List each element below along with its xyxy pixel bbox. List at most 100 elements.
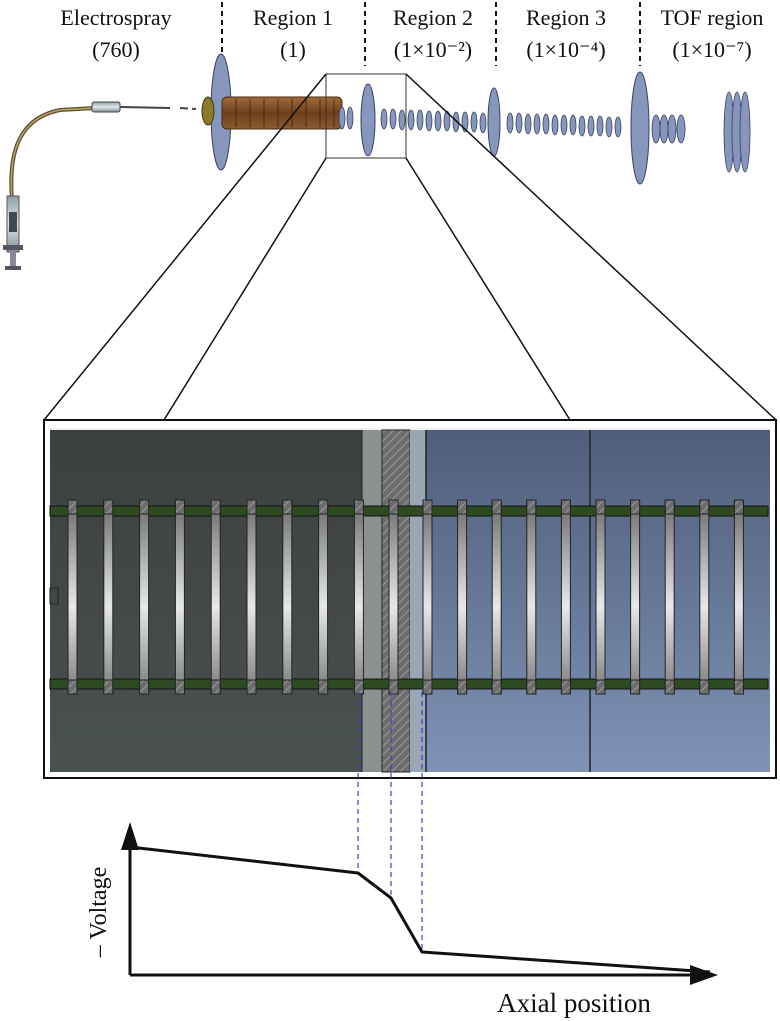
instrument-illustration <box>3 53 751 270</box>
emitter-connector <box>91 101 121 113</box>
zoom-region-1-background <box>50 430 362 772</box>
electrode-cap <box>282 499 293 515</box>
ring-electrode <box>103 499 114 695</box>
region-1-pressure: (1) <box>280 37 306 62</box>
tof-grids <box>723 91 751 173</box>
electrode-cap <box>246 679 257 695</box>
partition-electrode-2 <box>360 83 376 157</box>
region-tof-pressure: (1×10⁻⁷) <box>672 37 751 62</box>
electrode-cap <box>139 499 150 515</box>
electrode-cap <box>174 679 185 695</box>
emitter-needle <box>119 106 171 109</box>
ring-electrode <box>318 499 329 695</box>
ring-electrode <box>560 499 571 695</box>
electrode-cap <box>595 679 606 695</box>
ring-electrode <box>282 499 293 695</box>
partition-electrode-3 <box>487 87 501 157</box>
electrode-cap <box>664 679 675 695</box>
ion-funnel-tube <box>221 96 343 130</box>
electrode-cap <box>353 499 364 515</box>
ring-electrode <box>67 499 78 695</box>
electrode-cap <box>595 499 606 515</box>
ring-electrode <box>630 499 641 695</box>
x-axis-arrow-icon <box>690 965 718 985</box>
electrode-cap <box>246 499 257 515</box>
upper-support-rod <box>49 505 769 517</box>
electrode-cap <box>388 499 399 515</box>
region-electrospray-title: Electrospray <box>60 5 171 30</box>
zoom-source-box <box>325 73 407 159</box>
electrode-cap <box>733 499 744 515</box>
region-1-title: Region 1 <box>253 5 333 30</box>
ring-electrode <box>353 499 364 695</box>
electrode-cap <box>422 499 433 515</box>
zoom-detail-panel <box>43 419 777 779</box>
electrode-cap <box>67 499 78 515</box>
ring-electrode <box>210 499 221 695</box>
ring-electrode <box>491 499 502 695</box>
electrode-cap <box>318 499 329 515</box>
voltage-guide-lines <box>357 692 423 952</box>
ring-electrode <box>457 499 468 695</box>
electrode-cap <box>318 679 329 695</box>
electrode-cap <box>664 499 675 515</box>
partition-electrode-tof <box>630 71 650 185</box>
electrode-cap <box>353 679 364 695</box>
ring-electrode <box>595 499 606 695</box>
electrode-cap <box>526 679 537 695</box>
electrode-cap <box>630 679 641 695</box>
ring-electrode <box>388 499 399 695</box>
electrode-cap <box>210 499 221 515</box>
electrode-cap <box>491 499 502 515</box>
region-labels: Electrospray (760) Region 1 (1) Region 2… <box>60 5 763 62</box>
region-3-pressure: (1×10⁻⁴) <box>526 37 605 62</box>
ring-electrode <box>422 499 433 695</box>
electrode-cap <box>139 679 150 695</box>
x-axis-label: Axial position <box>497 988 651 1018</box>
ring-electrode <box>246 499 257 695</box>
electrode-cap <box>630 499 641 515</box>
ring-electrode <box>664 499 675 695</box>
electrode-cap <box>457 499 468 515</box>
tof-lens-stack <box>651 114 686 144</box>
ring-electrodes-region-1 <box>338 106 354 130</box>
syringe-icon <box>3 195 23 270</box>
ring-electrode <box>526 499 537 695</box>
ring-electrode <box>733 499 744 695</box>
y-axis-label: – Voltage <box>86 867 112 958</box>
electrode-cap <box>560 499 571 515</box>
region-dividers <box>221 2 641 66</box>
support-rods <box>49 505 769 690</box>
region-2-title: Region 2 <box>393 5 473 30</box>
inlet-capillary-fitting <box>201 96 215 126</box>
region-3-title: Region 3 <box>526 5 606 30</box>
electrode-cap <box>174 499 185 515</box>
electrode-cap <box>210 679 221 695</box>
y-axis-arrow-icon <box>121 822 139 850</box>
electrode-cap <box>733 679 744 695</box>
electrode-cap <box>282 679 293 695</box>
ring-electrodes-region-2 <box>380 108 487 134</box>
region-electrospray-pressure: (760) <box>92 37 140 62</box>
voltage-profile-line <box>129 845 711 974</box>
ring-electrodes-region-3 <box>506 112 622 138</box>
region-2-pressure: (1×10⁻²) <box>394 37 472 62</box>
voltage-graph: – Voltage Axial position <box>86 822 718 1018</box>
electrode-cap <box>699 499 710 515</box>
electrode-cap <box>457 679 468 695</box>
electrode-cap <box>491 679 502 695</box>
zoom-projection-lines <box>43 73 777 421</box>
electrode-cap <box>388 679 399 695</box>
electrode-cap <box>422 679 433 695</box>
electrode-cap <box>103 679 114 695</box>
lower-support-rod <box>49 678 769 690</box>
ring-electrode <box>174 499 185 695</box>
electrode-cap <box>103 499 114 515</box>
ring-electrode <box>699 499 710 695</box>
electrode-cap <box>560 679 571 695</box>
capillary-tube <box>9 106 96 201</box>
funnel-rings <box>235 99 335 127</box>
zoom-electrodes <box>67 499 744 695</box>
electrode-cap <box>526 499 537 515</box>
